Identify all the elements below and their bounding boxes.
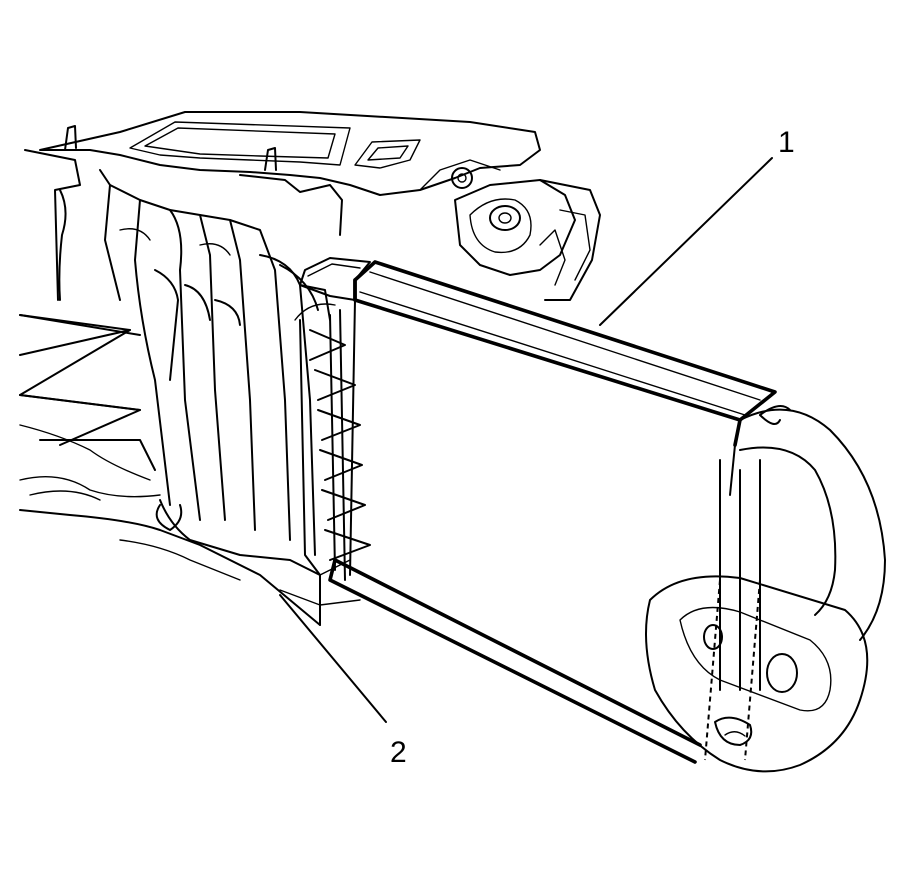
- callout-1-label: 1: [778, 126, 795, 159]
- heater-core: [299, 257, 886, 773]
- callout-1: 1: [599, 126, 795, 326]
- callout-1-leader: [599, 157, 773, 326]
- callout-2-leader: [279, 594, 387, 723]
- callout-2: 2: [279, 594, 407, 769]
- hvac-module-housing: [19, 111, 601, 626]
- callout-2-label: 2: [390, 736, 407, 769]
